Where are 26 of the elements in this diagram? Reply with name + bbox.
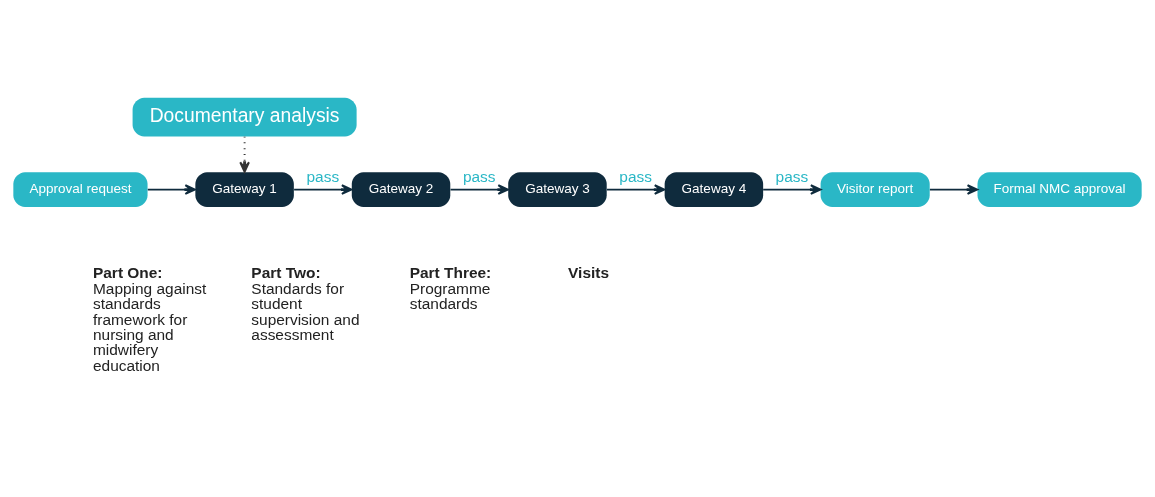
edge-label: pass [306,167,340,185]
edge-label: pass [775,167,809,185]
node-box: Gateway 1 [195,172,294,207]
node-box: Documentary analysis [132,97,357,137]
edge-label: pass [462,167,496,185]
arrow [606,184,666,195]
label: Programme standards [409,279,491,313]
node-box: Gateway 3 [508,172,607,207]
node-box: Gateway 4 [664,172,764,207]
label: Mapping against standards framework for nursing and midwifery education [93,279,207,374]
arrow [293,184,353,195]
arrow [762,184,822,195]
label: Part One: [93,264,163,282]
edge-label: pass [619,167,652,185]
label: Part Three: [409,264,492,282]
arrow [928,184,979,195]
arrow [146,184,196,195]
node-box: Formal NMC approval [977,172,1142,207]
label: Visits [568,264,610,282]
node-box: Approval request [13,172,148,207]
label: Standards for student supervision and assessment [251,279,360,344]
node-box: Visitor report [820,172,930,207]
node-box: Gateway 2 [351,172,451,207]
arrow [239,135,250,173]
arrow [449,184,509,195]
label: Part Two: [251,264,321,282]
